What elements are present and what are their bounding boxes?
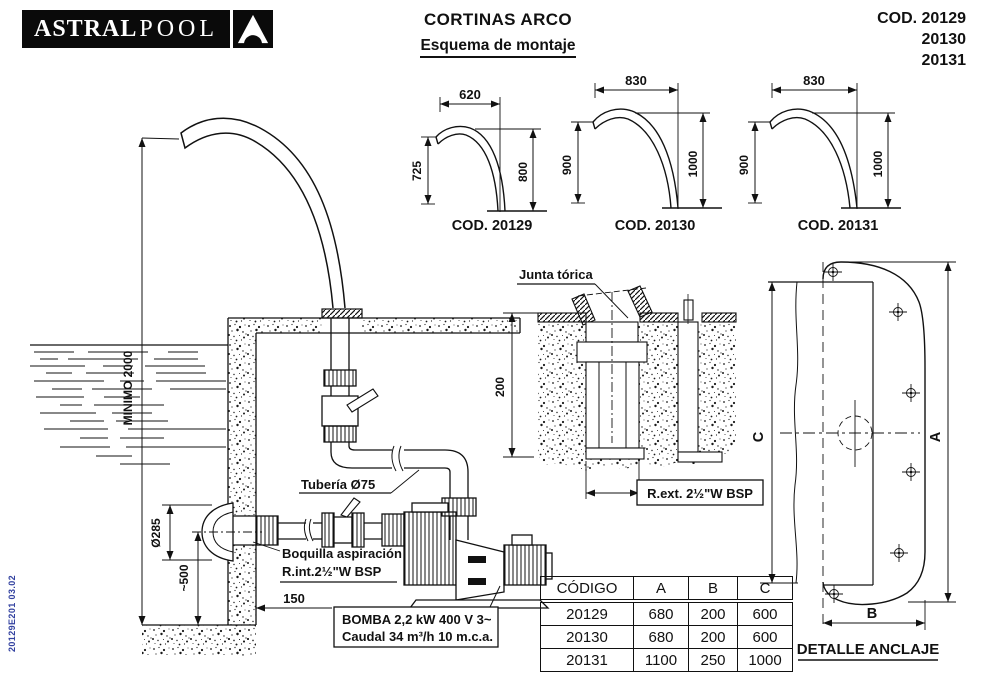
variant3-left-dim: 900 bbox=[737, 155, 751, 175]
anchor-dim-a: A bbox=[928, 431, 944, 442]
arc-water-curtain bbox=[180, 117, 346, 309]
spec-cell: 600 bbox=[737, 625, 793, 649]
anchor-dim-c: C bbox=[751, 431, 767, 442]
variant3-width-dim: 830 bbox=[803, 73, 825, 88]
page-title: CORTINAS ARCO bbox=[423, 10, 573, 29]
min-height-dim: MINIMO 2000 bbox=[121, 350, 135, 425]
code-line-3: 20131 bbox=[921, 52, 967, 69]
table-row: 20131 1100 250 1000 bbox=[540, 648, 793, 672]
spec-col-b: B bbox=[688, 576, 738, 603]
variant-diagram-2 bbox=[571, 83, 722, 209]
variant-diagram-3 bbox=[748, 83, 901, 209]
main-dimensions bbox=[138, 137, 420, 625]
variant3-code-label: COD. 20131 bbox=[798, 218, 879, 234]
pump-label-line1: BOMBA 2,2 kW 400 V 3~ bbox=[342, 612, 492, 627]
spec-table: CÓDIGO A B C 20129 680 200 600 20130 680… bbox=[540, 576, 793, 672]
suction-label-line1: Boquilla aspiración bbox=[282, 546, 402, 561]
spec-col-a: A bbox=[633, 576, 689, 603]
concrete-structure bbox=[142, 317, 521, 656]
table-row: 20130 680 200 600 bbox=[540, 625, 793, 649]
anchor-detail-diagram bbox=[760, 261, 956, 661]
spec-cell: 200 bbox=[688, 625, 738, 649]
variant2-code-label: COD. 20130 bbox=[615, 218, 696, 234]
thread-callout-box bbox=[636, 479, 764, 506]
variant3-right-dim: 1000 bbox=[871, 150, 885, 177]
anchor-detail-title: DETALLE ANCLAJE bbox=[797, 641, 940, 658]
spec-cell: 200 bbox=[688, 600, 738, 626]
document-reference: 20129E201 03.02 bbox=[7, 574, 17, 652]
logo-text-bold: ASTRAL bbox=[34, 15, 138, 42]
variant1-right-dim: 800 bbox=[516, 162, 530, 182]
logo-wordmark: ASTRAL POOL bbox=[22, 10, 231, 48]
code-list: COD. 20129 20130 20131 bbox=[877, 8, 966, 71]
variant1-code-label: COD. 20129 bbox=[452, 218, 533, 234]
suction-nozzle-line bbox=[192, 497, 405, 562]
code-line-1: COD. 20129 bbox=[877, 10, 966, 27]
pump-callout-box bbox=[333, 606, 499, 648]
spec-cell: 20130 bbox=[540, 625, 634, 649]
spec-col-c: C bbox=[737, 576, 793, 603]
spec-cell: 680 bbox=[633, 600, 689, 626]
thread-label: R.ext. 2½"W BSP bbox=[647, 486, 753, 501]
variant1-width-dim: 620 bbox=[459, 87, 481, 102]
variant-diagram-1 bbox=[421, 97, 547, 212]
pump-label-line2: Caudal 34 m³/h 10 m.c.a. bbox=[342, 629, 493, 644]
suction-depth-dim: ~500 bbox=[177, 564, 191, 591]
spec-cell: 1100 bbox=[633, 648, 689, 672]
spec-cell: 1000 bbox=[737, 648, 793, 672]
table-row: 20129 680 200 600 bbox=[540, 600, 793, 626]
nozzle-diameter-dim: Ø285 bbox=[149, 518, 163, 548]
spec-cell: 250 bbox=[688, 648, 738, 672]
riser-pipe-valve bbox=[321, 318, 477, 540]
pump bbox=[403, 502, 553, 609]
spec-cell: 680 bbox=[633, 625, 689, 649]
main-section-diagram bbox=[30, 117, 553, 656]
niche-depth-dim: 200 bbox=[493, 377, 507, 397]
title-block: CORTINAS ARCO Esquema de montaje bbox=[360, 10, 636, 58]
logo-text-light: POOL bbox=[139, 15, 219, 42]
anchor-points bbox=[824, 263, 920, 603]
variant2-width-dim: 830 bbox=[625, 73, 647, 88]
astralpool-logo: ASTRAL POOL bbox=[22, 10, 274, 48]
spec-cell: 20131 bbox=[540, 648, 634, 672]
code-line-2: 20130 bbox=[921, 31, 967, 48]
variant2-left-dim: 900 bbox=[560, 155, 574, 175]
suction-label-line2: R.int.2½"W BSP bbox=[282, 564, 382, 579]
deck-flange bbox=[321, 308, 363, 319]
oring-label: Junta tórica bbox=[519, 267, 593, 282]
oring-detail-diagram bbox=[503, 283, 764, 506]
astral-triangle-icon bbox=[233, 10, 274, 48]
anchor-dim-b: B bbox=[867, 606, 877, 622]
pipe-label: Tubería Ø75 bbox=[301, 477, 375, 492]
spec-col-codigo: CÓDIGO bbox=[540, 576, 634, 603]
spec-cell: 20129 bbox=[540, 600, 634, 626]
wall-offset-dim: 150 bbox=[283, 591, 305, 606]
spec-table-header-row: CÓDIGO A B C bbox=[540, 576, 793, 603]
spec-cell: 600 bbox=[737, 600, 793, 626]
variant2-right-dim: 1000 bbox=[686, 150, 700, 177]
page-subtitle: Esquema de montaje bbox=[420, 37, 576, 58]
variant1-left-dim: 725 bbox=[410, 161, 424, 181]
